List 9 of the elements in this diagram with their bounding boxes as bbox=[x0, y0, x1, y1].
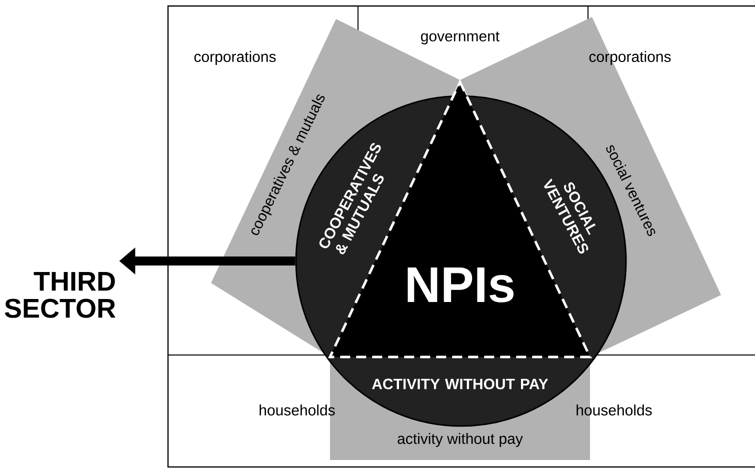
segment-label: ACTIVITY WITHOUT PAY bbox=[372, 378, 548, 390]
sector-label: THIRD SECTOR bbox=[4, 272, 116, 318]
triangle-label: NPIs bbox=[408, 268, 514, 302]
sector-name: government bbox=[421, 32, 500, 44]
sector-name: corporations bbox=[589, 51, 671, 65]
sector-name: households bbox=[576, 404, 652, 416]
sector-name: corporations bbox=[194, 51, 276, 65]
band-label: activity without pay bbox=[398, 433, 523, 447]
sector-name: households bbox=[260, 404, 335, 416]
